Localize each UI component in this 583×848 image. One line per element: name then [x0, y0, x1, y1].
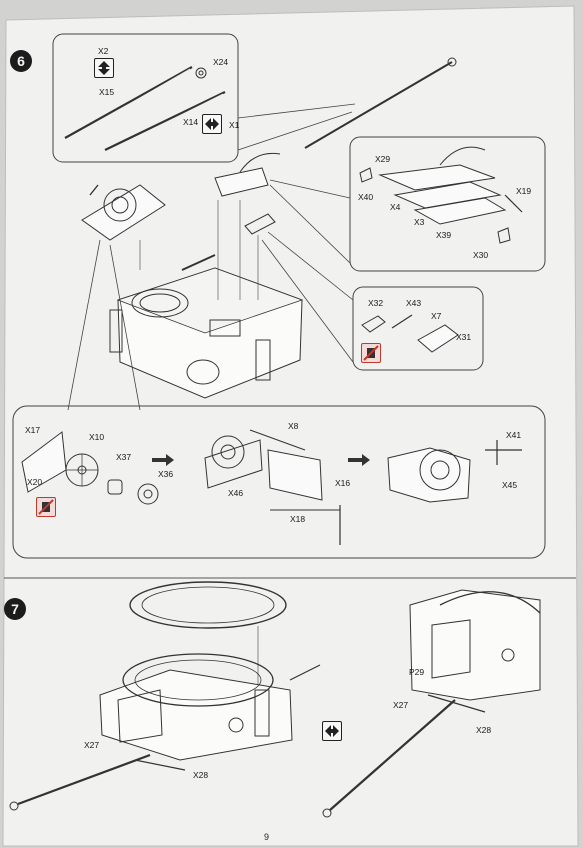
part-label: X40 [358, 192, 374, 202]
step7-hull-assembly [9, 653, 321, 811]
part-label: X15 [99, 87, 115, 97]
part-label: X18 [290, 514, 306, 524]
part-label: X36 [158, 469, 174, 479]
part-label: X45 [502, 480, 518, 490]
step7-side-view [322, 589, 541, 818]
part-label: X17 [25, 425, 41, 435]
part-label: X2 [98, 46, 109, 56]
part-label: X27 [84, 740, 100, 750]
part-label: X41 [506, 430, 522, 440]
up-down-arrow-icon [94, 58, 114, 78]
part-label: X28 [193, 770, 209, 780]
winch-panel-box [12, 405, 546, 559]
do-not-glue-icon [36, 497, 56, 517]
part-label: X10 [89, 432, 105, 442]
page-number: 9 [264, 832, 270, 842]
part-label: X28 [476, 725, 492, 735]
part-label: P29 [409, 667, 425, 677]
do-not-glue-icon [361, 343, 381, 363]
step7-turret-ring [129, 581, 287, 690]
part-label: X39 [436, 230, 452, 240]
part-label: X30 [473, 250, 489, 260]
part-label: X31 [456, 332, 472, 342]
part-label: X43 [406, 298, 422, 308]
part-label: X29 [375, 154, 391, 164]
part-label: X14 [183, 117, 199, 127]
part-label: X19 [516, 186, 532, 196]
part-label: X20 [27, 477, 43, 487]
part-label: X7 [431, 311, 442, 321]
step-6-number: 6 [10, 50, 32, 72]
callout-mid-box [352, 286, 484, 371]
part-label: X8 [288, 421, 299, 431]
step6-hull-assembly [81, 152, 304, 399]
part-label: X4 [390, 202, 401, 212]
part-label: X32 [368, 298, 384, 308]
part-label: X24 [213, 57, 229, 67]
left-right-arrow-icon [202, 114, 222, 134]
part-label: X3 [414, 217, 425, 227]
part-label: X46 [228, 488, 244, 498]
part-label: X37 [116, 452, 132, 462]
left-right-arrow-icon [322, 721, 342, 741]
part-label: X16 [335, 478, 351, 488]
step-7-number: 7 [4, 598, 26, 620]
callout-right-box [349, 136, 546, 272]
part-label: X27 [393, 700, 409, 710]
winch-panel-parts [21, 429, 522, 545]
callout-top-box [52, 33, 239, 163]
part-label: X1 [229, 120, 240, 130]
